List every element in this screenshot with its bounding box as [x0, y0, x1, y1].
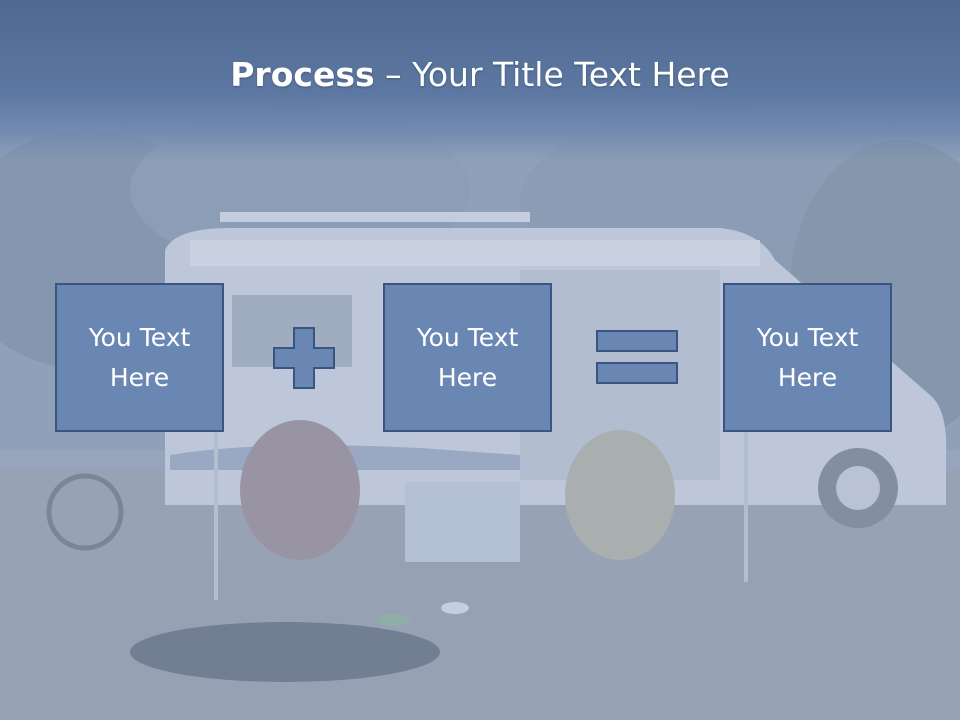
- title-rest: – Your Title Text Here: [374, 55, 730, 94]
- process-box-label: You Text Here: [756, 322, 859, 392]
- process-box-label: You Text Here: [88, 322, 191, 392]
- process-box-label: You Text Here: [416, 322, 519, 392]
- title-bold: Process: [230, 55, 375, 94]
- process-box-1[interactable]: You Text Here: [55, 283, 224, 432]
- slide-title: Process – Your Title Text Here: [0, 52, 960, 98]
- process-box-2[interactable]: You Text Here: [383, 283, 552, 432]
- title-band: [0, 0, 960, 160]
- plus-icon: [273, 327, 335, 389]
- equals-icon: [596, 330, 678, 384]
- process-box-3[interactable]: You Text Here: [723, 283, 892, 432]
